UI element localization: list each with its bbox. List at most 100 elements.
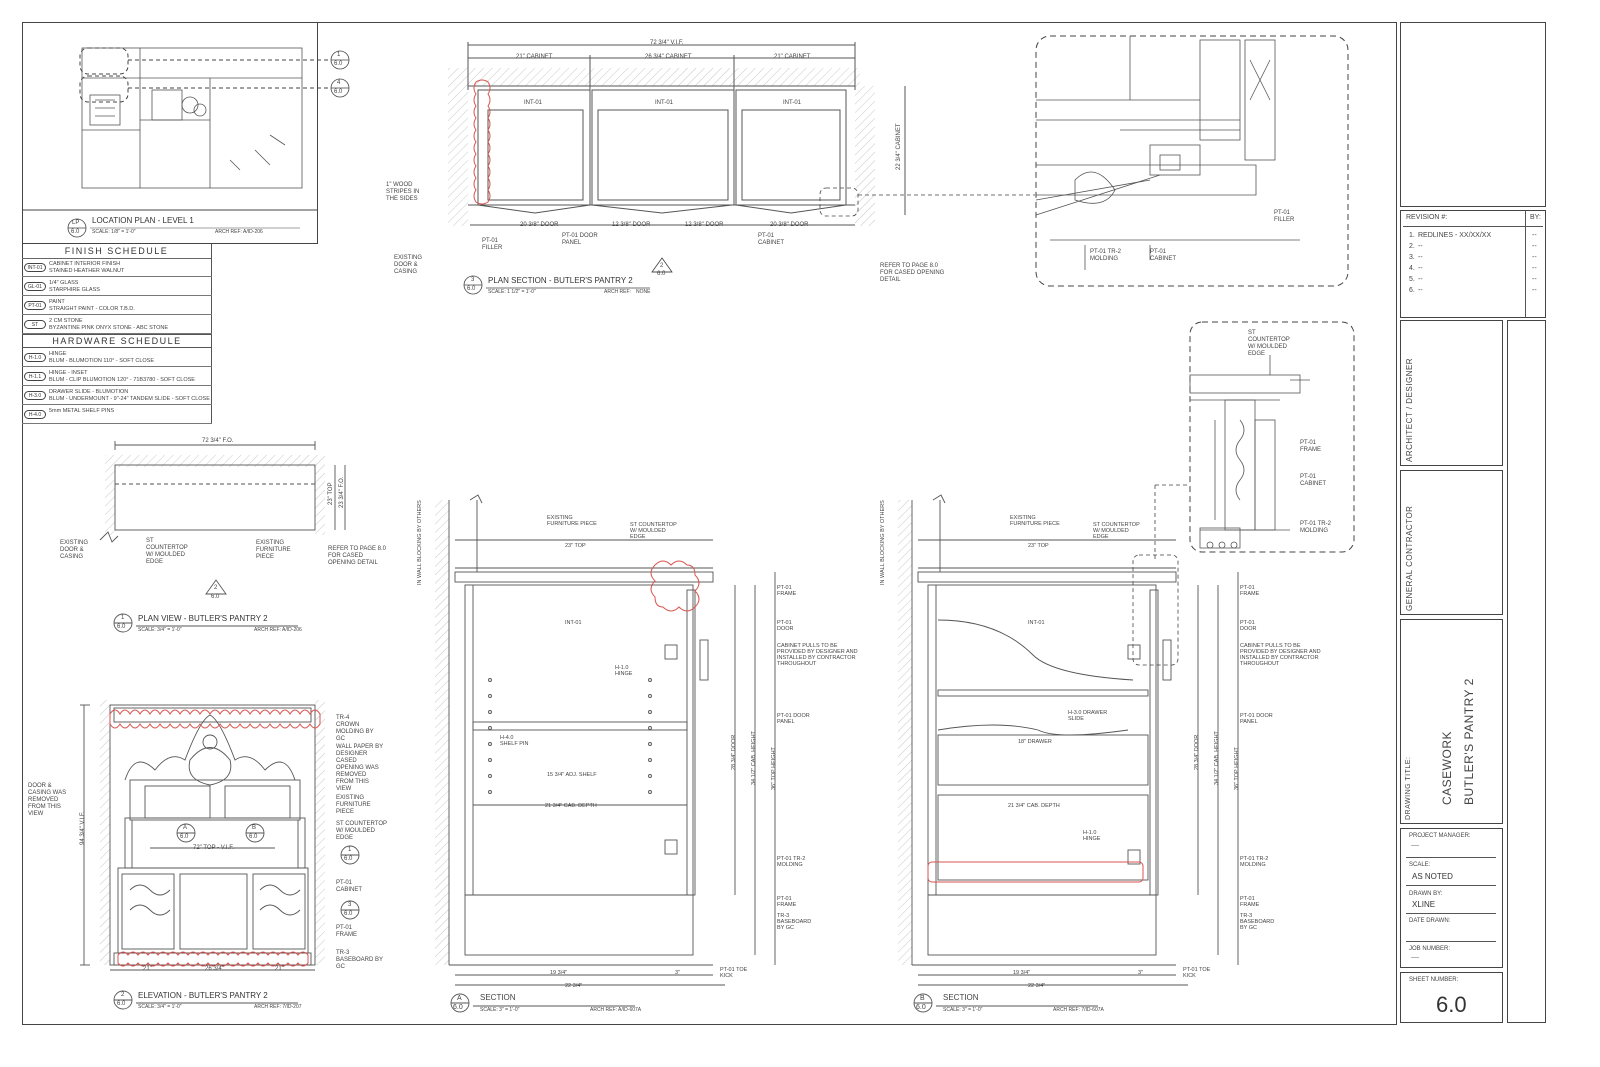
- elevation-bdim-2: 26 3/4": [205, 966, 224, 972]
- shelf-pin: [648, 758, 652, 762]
- section-b-cab-depth: 21 3/4" CAB. DEPTH: [1008, 803, 1060, 809]
- schedule-code-tag: H-1.0: [24, 353, 46, 362]
- elevation-callout-1-num: 1: [348, 847, 352, 853]
- schedule-code-tag: ST: [24, 320, 46, 329]
- plan-view-callout-sheet: 6.0: [211, 594, 220, 600]
- section-a-furniture: EXISTING FURNITURE PIECE: [547, 515, 597, 527]
- schedule-line-1: PAINT: [49, 298, 65, 305]
- plan-section-bdim-2: 12 3/8" DOOR: [612, 222, 651, 228]
- section-b-title: SECTION: [943, 993, 979, 1002]
- section-a-shelf-pin: H-4.0 SHELF PIN: [500, 735, 529, 747]
- section-b-bottom2: 22 3/4": [1028, 983, 1046, 989]
- section-b-bottom1: 19 3/4": [1013, 970, 1031, 976]
- section-a-molding: PT-01 TR-2 MOLDING: [777, 856, 806, 868]
- section-b-frame2: PT-01 FRAME: [1240, 896, 1260, 908]
- location-plan-scale: SCALE: 1/8" = 1'-0": [92, 229, 136, 235]
- drawing-title-label: DRAWING TITLE:: [1405, 756, 1412, 820]
- architect-block: [1400, 320, 1503, 466]
- schedule-code-tag: GL-01: [24, 282, 46, 291]
- hinge: [664, 644, 678, 660]
- scale-label: SCALE:: [1409, 862, 1431, 868]
- schedule-line-2: BLUM - CLIP BLUMOTION 120° - 71B3780 - S…: [49, 376, 195, 383]
- redline-cloud: [650, 560, 700, 612]
- job-number-label: JOB NUMBER:: [1409, 946, 1451, 952]
- plan-section-ref2: NONE: [636, 289, 651, 295]
- elevation-door-casing: DOOR & CASING WAS REMOVED FROM THIS VIEW: [28, 783, 67, 817]
- detail-r-cabinet: PT-01 CABINET: [1300, 474, 1327, 487]
- revision-by-header: BY:: [1530, 214, 1541, 221]
- section-b-top: 23" TOP: [1028, 543, 1049, 549]
- section-b-door: PT-01 DOOR: [1240, 620, 1257, 632]
- revision-num: 1.: [1409, 232, 1415, 239]
- detail-outline: [1132, 554, 1179, 666]
- hinge: [664, 839, 678, 855]
- note-existing-door-plan-section: EXISTING DOOR & CASING: [394, 255, 423, 275]
- elevation-countertop: ST COUNTERTOP W/ MOULDED EDGE: [336, 821, 387, 841]
- revision-by: --: [1532, 243, 1537, 250]
- countertop: [917, 571, 1177, 583]
- revision-by: --: [1532, 232, 1537, 239]
- drawing-border: [22, 22, 1397, 1025]
- location-plan-title: LOCATION PLAN - LEVEL 1: [92, 216, 194, 225]
- section-a-hinge: H-1.0 HINGE: [615, 665, 633, 677]
- project-manager-value: ----: [1411, 843, 1419, 849]
- callout-4-num: 4: [337, 80, 341, 86]
- drawer-1-bottom: [937, 689, 1149, 697]
- architect-block-right: [1507, 320, 1546, 1023]
- section-b-ref: ARCH REF: 7/ID-607A: [1053, 1007, 1104, 1013]
- detail-tr-cabinet: PT-01 CABINET: [1150, 249, 1177, 262]
- section-b-int: INT-01: [1028, 620, 1045, 626]
- countertop: [454, 571, 714, 583]
- scale-value: AS NOTED: [1412, 872, 1453, 881]
- plan-section-bdim-3: 12 3/8" DOOR: [685, 222, 724, 228]
- note-door-panel: PT-01 DOOR PANEL: [562, 233, 598, 246]
- shelf-pin: [648, 710, 652, 714]
- adj-shelf: [472, 721, 688, 731]
- plan-section-scale: SCALE: 1 1/2" = 1'-0": [488, 289, 536, 295]
- shelf-pin: [488, 694, 492, 698]
- section-b-tag-num: B: [920, 995, 925, 1002]
- plan-section-callout-num: 2: [660, 263, 664, 269]
- plan-section-int-1: INT-01: [524, 100, 543, 106]
- job-number-value: ----: [1411, 955, 1419, 961]
- wall-hatch: [435, 500, 449, 965]
- section-a-bottom1: 19 3/4": [550, 970, 568, 976]
- elevation-tag-sheet: 6.0: [117, 1001, 126, 1007]
- section-b-furniture: EXISTING FURNITURE PIECE: [1010, 515, 1060, 527]
- plan-section-title: PLAN SECTION - BUTLER'S PANTRY 2: [488, 276, 633, 285]
- plan-section-callout-sheet: 6.0: [657, 271, 666, 277]
- schedule-code-tag: INT-01: [24, 263, 46, 272]
- elevation-callout-b-num: B: [252, 825, 257, 831]
- drawing-title-line2: BUTLER'S PANTRY 2: [1462, 678, 1476, 805]
- schedule-line-2: BLUM - BLUMOTION 110° - SOFT CLOSE: [49, 357, 154, 364]
- shelf-pin: [648, 774, 652, 778]
- elevation-callout-3-sheet: 6.0: [344, 911, 353, 917]
- detail-r-countertop: ST COUNTERTOP W/ MOULDED EDGE: [1248, 330, 1290, 357]
- plan-view-title: PLAN VIEW - BUTLER'S PANTRY 2: [138, 614, 268, 623]
- plan-view-scale: SCALE: 3/4" = 1'-0": [138, 627, 182, 633]
- drawer-2: [937, 734, 1149, 786]
- location-plan-tag-sheet: 6.0: [71, 229, 80, 235]
- elevation-scale: SCALE: 3/4" = 1'-0": [138, 1004, 182, 1010]
- callout-4-sheet: 6.0: [334, 89, 343, 95]
- section-b-molding: PT-01 TR-2 MOLDING: [1240, 856, 1269, 868]
- plan-view-top-dim: 72 3/4" F.O.: [202, 438, 234, 444]
- section-a-cab-depth: 21 3/4" CAB. DEPTH: [545, 803, 597, 809]
- schedule-code-tag: PT-01: [24, 301, 46, 310]
- revision-num: 3.: [1409, 254, 1415, 261]
- plan-view-furniture: EXISTING FURNITURE PIECE: [256, 540, 291, 560]
- revision-num: 5.: [1409, 276, 1415, 283]
- elevation-top-dim: 72" TOP - V.I.F.: [193, 845, 234, 851]
- drawn-by-value: XLINE: [1412, 900, 1436, 909]
- section-b-tag-sheet: 6.0: [916, 1004, 926, 1011]
- drawer-curve-2: [937, 724, 1129, 736]
- revision-text: --: [1418, 287, 1423, 294]
- section-a-scale: SCALE: 3" = 1'-0": [480, 1007, 520, 1013]
- section-b-scale: SCALE: 3" = 1'-0": [943, 1007, 983, 1013]
- schedule-code-tag: H-1.1: [24, 372, 46, 381]
- section-a-top: 23" TOP: [565, 543, 586, 549]
- schedule-line-1: CABINET INTERIOR FINISH: [49, 260, 121, 267]
- section-a-door: PT-01 DOOR: [777, 620, 794, 632]
